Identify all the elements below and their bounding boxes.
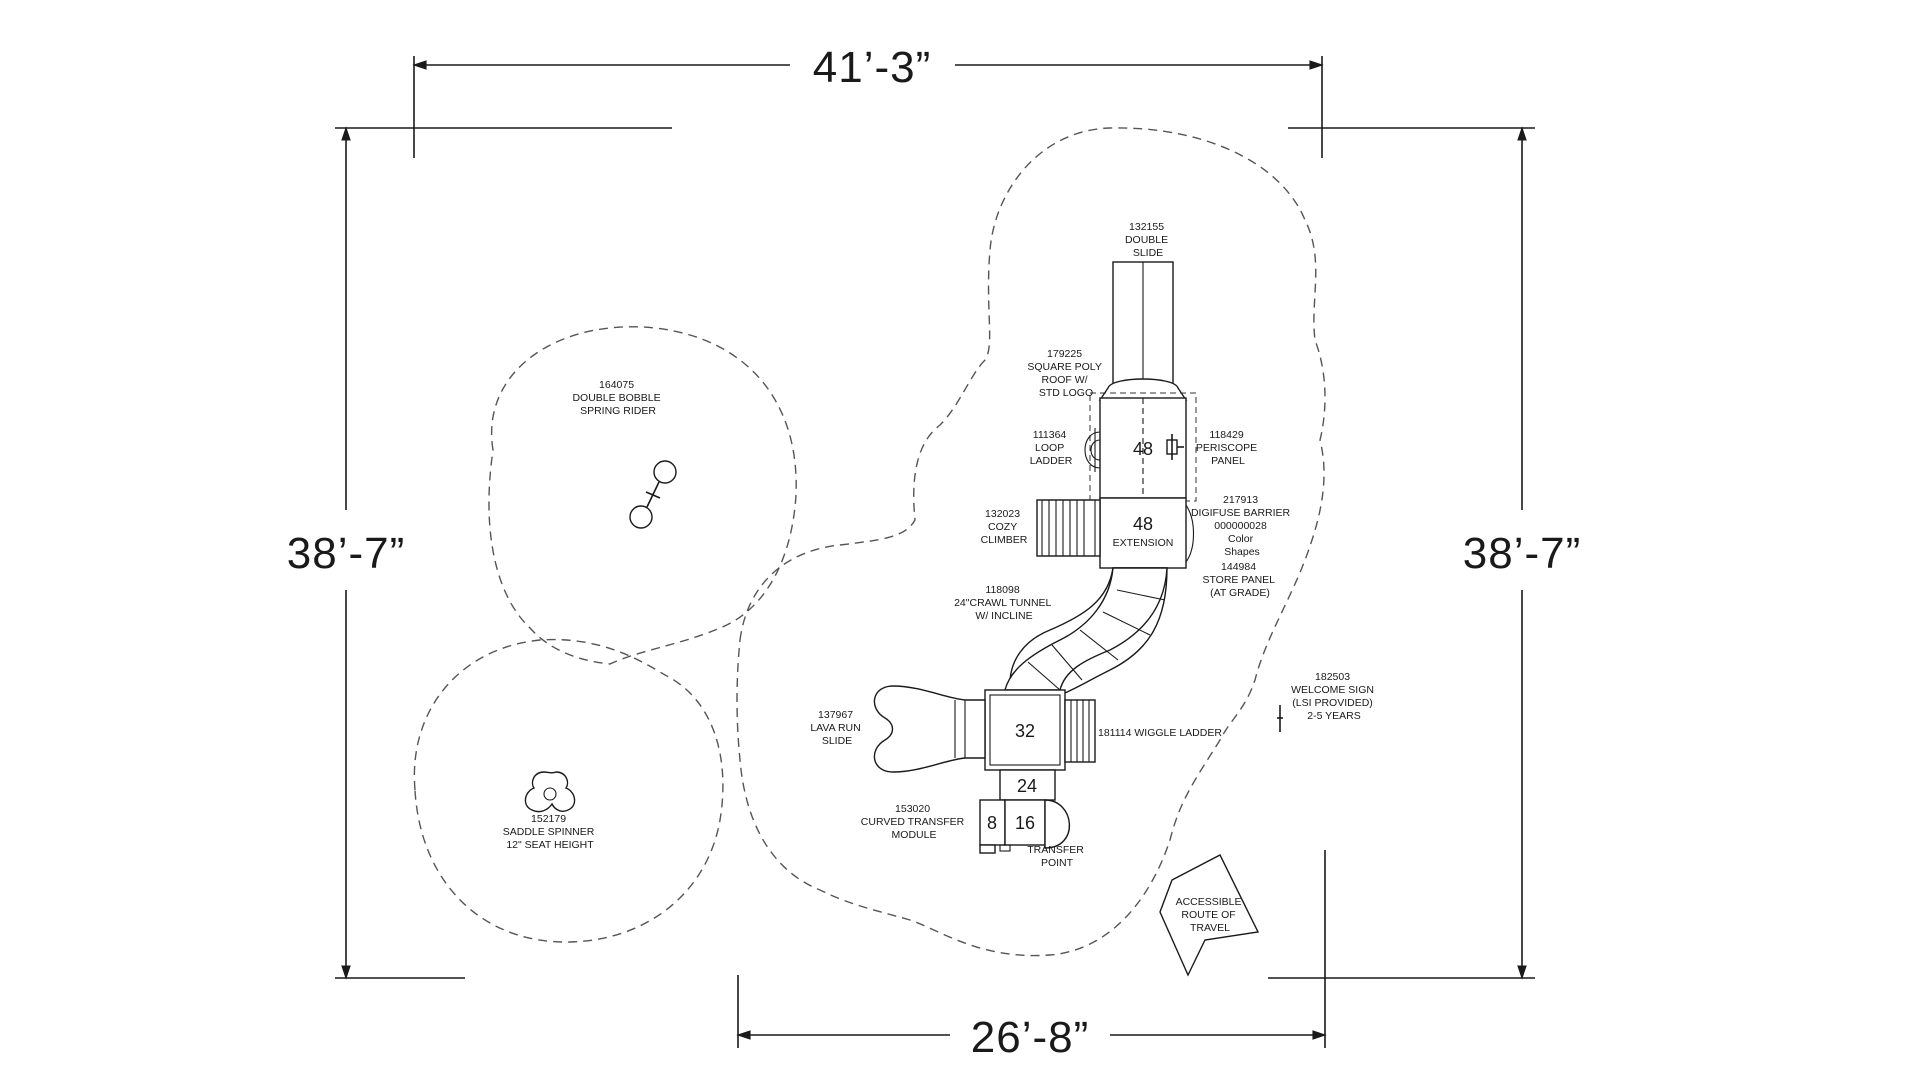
step-24-height: 24 <box>1017 776 1037 796</box>
label-lava-run: 137967 LAVA RUN SLIDE <box>810 709 863 747</box>
lower-deck-height: 32 <box>1015 721 1035 741</box>
top-deck-height: 48 <box>1133 439 1153 459</box>
main-structure-use-zone <box>736 127 1326 957</box>
cozy-climber <box>1036 499 1101 557</box>
label-accessible-route: ACCESSIBLE ROUTE OF TRAVEL <box>1176 896 1245 934</box>
wiggle-ladder <box>1064 699 1096 763</box>
label-saddle-spinner: 152179 SADDLE SPINNER 12" SEAT HEIGHT <box>503 813 598 851</box>
saddle-spinner-use-zone <box>413 638 724 943</box>
label-transfer-module: 153020 CURVED TRANSFER MODULE <box>861 803 967 841</box>
label-welcome-sign: 182503 WELCOME SIGN (LSI PROVIDED) 2-5 Y… <box>1291 671 1377 722</box>
double-slide <box>1098 261 1188 401</box>
label-digifuse: 217913 DIGIFUSE BARRIER 000000028 Color … <box>1191 494 1293 558</box>
extension-label: EXTENSION <box>1113 537 1174 549</box>
label-roof: 179225 SQUARE POLY ROOF W/ STD LOGO <box>1027 348 1104 399</box>
dimension-left-label: 38’-7” <box>287 529 406 578</box>
dimension-bottom-label: 26’-8” <box>971 1013 1090 1062</box>
step-16-height: 16 <box>1015 813 1035 833</box>
labels: 132155 DOUBLE SLIDE 179225 SQUARE POLY R… <box>503 221 1377 934</box>
label-store-panel: 144984 STORE PANEL (AT GRADE) <box>1202 561 1277 599</box>
dimension-top-label: 41’-3” <box>813 43 932 92</box>
dimension-left: 38’-7” <box>287 126 672 980</box>
label-spring-rider: 164075 DOUBLE BOBBLE SPRING RIDER <box>572 379 663 417</box>
extension-deck: 48 EXTENSION <box>1099 497 1195 569</box>
label-loop-ladder: 111364 LOOP LADDER <box>1030 429 1073 467</box>
curved-transfer-module: 8 16 <box>979 799 1071 854</box>
label-periscope: 118429 PERISCOPE PANEL <box>1196 429 1260 467</box>
label-crawl-tunnel: 118098 24"CRAWL TUNNEL W/ INCLINE <box>954 584 1054 622</box>
lava-run-slide <box>873 685 986 773</box>
label-double-slide: 132155 DOUBLE SLIDE <box>1125 221 1171 259</box>
label-cozy-climber: 132023 COZY CLIMBER <box>981 508 1028 546</box>
extension-height: 48 <box>1133 514 1153 534</box>
dimension-right-label: 38’-7” <box>1463 529 1582 578</box>
welcome-sign-icon <box>1277 705 1283 732</box>
double-bobble-spring-rider-icon <box>629 460 677 529</box>
dimension-right: 38’-7” <box>1268 126 1582 980</box>
dimension-bottom: 26’-8” <box>736 850 1327 1062</box>
spring-rider-use-zone <box>488 326 797 665</box>
accessible-route-arrow-icon <box>1159 854 1260 977</box>
dimension-top: 41’-3” <box>412 43 1324 158</box>
crawl-tunnel <box>1004 567 1168 697</box>
lower-deck: 32 <box>984 689 1066 771</box>
saddle-spinner-icon <box>524 771 576 813</box>
label-wiggle-ladder: 181114 WIGGLE LADDER <box>1098 727 1222 739</box>
label-transfer-point: TRANSFER POINT <box>1027 844 1087 869</box>
periscope-panel-icon <box>1166 434 1184 460</box>
step-24: 24 <box>999 769 1056 801</box>
step-8-height: 8 <box>987 813 997 833</box>
loop-ladder <box>1084 428 1101 472</box>
